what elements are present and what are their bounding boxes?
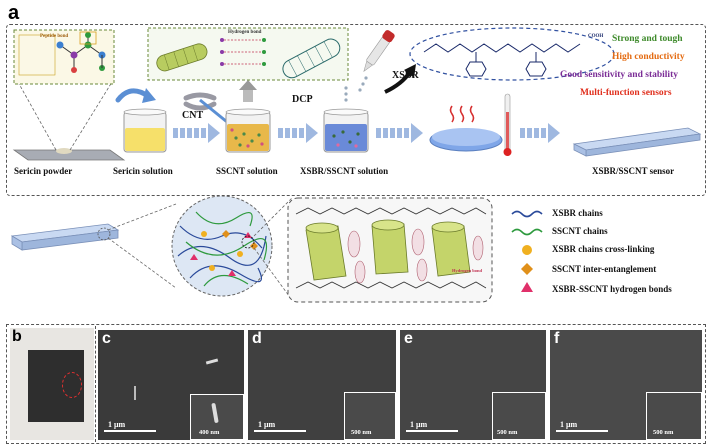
label-cnt: CNT	[182, 110, 204, 121]
sem-inset-d: 500 nm	[344, 392, 396, 440]
fiber-feature	[211, 402, 219, 424]
property-sensitivity-stability: Good sensitivity and stability	[560, 70, 678, 80]
panel-b-photo: b	[10, 328, 94, 440]
sem-letter-d: d	[252, 330, 262, 347]
sem-letter-e: e	[404, 330, 413, 347]
sem-inset-c: 400 nm	[190, 394, 244, 440]
inset-scale-c: 400 nm	[199, 429, 220, 436]
property-multi-function: Multi-function sensors	[580, 88, 672, 98]
legend-sscnt-entanglement: SSCNT inter-entanglement	[552, 264, 657, 274]
sem-letter-c: c	[102, 330, 111, 347]
fabrication-schematic	[12, 27, 702, 161]
scale-label-d: 1 μm	[258, 420, 276, 429]
label-peptide-bond: Peptide bond	[40, 34, 69, 39]
label-xsbr-sscnt-solution: XSBR/SSCNT solution	[300, 166, 389, 176]
property-strong-tough: Strong and tough	[612, 34, 683, 44]
label-cooh: COOH	[588, 34, 604, 39]
scale-bar	[104, 430, 156, 432]
scale-bar	[406, 430, 458, 432]
sem-panel-d: d 1 μm 500 nm	[248, 330, 396, 440]
property-high-conductivity: High conductivity	[612, 52, 685, 62]
inset-scale-e: 500 nm	[497, 429, 518, 436]
sem-panel-e: e 1 μm 500 nm	[400, 330, 546, 440]
label-dcp: DCP	[292, 94, 313, 105]
label-hydrogen-bond-small: Hydrogen bond	[452, 268, 483, 273]
panel-bf-frame	[6, 324, 706, 444]
legend-sscnt-chains: SSCNT chains	[552, 226, 608, 236]
highlight-ring-icon	[62, 372, 82, 398]
sem-inset-e: 500 nm	[492, 392, 546, 440]
legend-xsbr-chains: XSBR chains	[552, 208, 603, 218]
sem-letter-f: f	[554, 330, 560, 347]
label-hydrogen-bond: Hydrogen bond	[228, 30, 262, 35]
inset-scale-f: 500 nm	[653, 429, 674, 436]
label-xsbr: XSBR	[392, 70, 419, 81]
sem-inset-f: 500 nm	[646, 392, 702, 440]
sem-panel-c: c 1 μm 400 nm	[98, 330, 244, 440]
network-schematic	[10, 196, 543, 303]
panel-b-divider	[95, 326, 96, 442]
label-sericin-powder: Sericin powder	[14, 166, 73, 176]
label-xsbr-sscnt-sensor: XSBR/SSCNT sensor	[592, 166, 675, 176]
scale-bar	[556, 430, 608, 432]
fiber-feature	[134, 386, 136, 400]
panel-a-top-frame	[6, 24, 706, 196]
sem-panel-f: f 1 μm 500 nm	[550, 330, 702, 440]
inset-scale-d: 500 nm	[351, 429, 372, 436]
scale-label-e: 1 μm	[410, 420, 428, 429]
label-sscnt-solution: SSCNT solution	[216, 166, 278, 176]
legend-xsbr-cross-linking: XSBR chains cross-linking	[552, 244, 655, 254]
panel-a-letter: a	[8, 2, 20, 24]
scale-bar	[254, 430, 306, 432]
scale-label-f: 1 μm	[560, 420, 578, 429]
scale-label-c: 1 μm	[108, 420, 126, 429]
panel-b-letter: b	[12, 328, 22, 345]
label-sericin-solution: Sericin solution	[113, 166, 173, 176]
legend-hydrogen-bonds: XSBR-SSCNT hydrogen bonds	[552, 284, 672, 294]
fiber-feature	[205, 358, 219, 365]
